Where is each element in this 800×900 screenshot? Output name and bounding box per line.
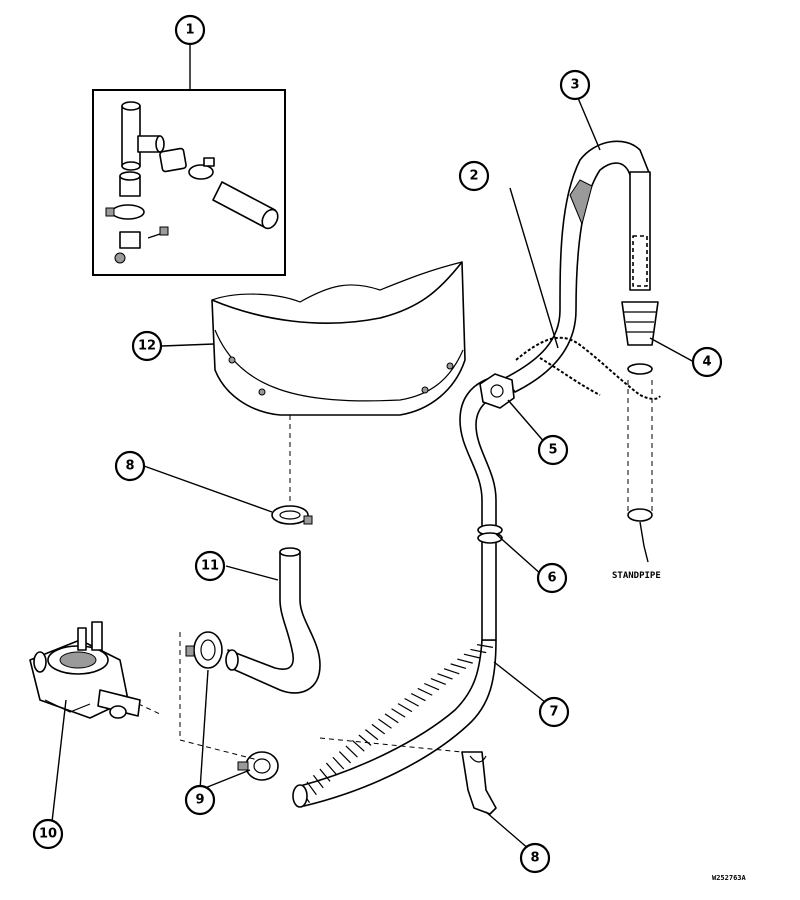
hose-corrugation <box>338 751 352 764</box>
hose-corrugation <box>430 677 446 686</box>
bracket <box>114 226 169 264</box>
coupling <box>159 147 187 173</box>
callout-3: 3 <box>559 69 591 101</box>
standpipe-hose-end <box>629 171 651 291</box>
inset-hose <box>212 181 279 230</box>
hose-corrugation <box>345 745 358 758</box>
callout-number: 1 <box>185 23 194 38</box>
hose-corrugation <box>443 668 460 675</box>
hose-guide <box>461 751 497 815</box>
callout-number: 5 <box>548 443 557 458</box>
leader-lines <box>51 97 695 851</box>
hose-corrugation <box>450 663 467 670</box>
hose-corrugation <box>378 718 392 729</box>
outer-tub <box>211 261 466 416</box>
callout-2: 2 <box>458 160 490 192</box>
callout-number: 3 <box>570 78 579 93</box>
callout-12: 12 <box>131 330 163 362</box>
pump-hose-clamp-upper <box>185 631 223 669</box>
callout-number: 6 <box>547 571 556 586</box>
callout-number: 2 <box>469 169 478 184</box>
hose-corrugation <box>325 762 338 776</box>
callout-11: 11 <box>194 550 226 582</box>
standpipe-label: STANDPIPE <box>612 571 661 581</box>
hose-corrugation <box>410 692 426 702</box>
hose-adapter <box>621 301 659 375</box>
tub-to-pump-hose <box>225 547 321 694</box>
callout-8-clamp: 8 <box>114 450 146 482</box>
callout-8-guide: 8 <box>519 842 551 874</box>
callout-4: 4 <box>691 346 723 378</box>
hose-corrugation <box>417 687 433 696</box>
standpipe <box>627 380 653 522</box>
hose-corrugation <box>397 703 413 713</box>
callout-number: 12 <box>138 339 156 354</box>
hose-corrugation <box>463 653 480 659</box>
callout-number: 8 <box>125 459 134 474</box>
callout-number: 11 <box>201 559 219 574</box>
callout-9: 9 <box>184 784 216 816</box>
callout-number: 4 <box>702 355 711 370</box>
callout-10: 10 <box>32 818 64 850</box>
inset-clamp <box>105 204 145 220</box>
callout-number: 10 <box>39 827 57 842</box>
callout-number: 7 <box>549 705 558 720</box>
hose-corrugation <box>332 756 345 770</box>
hose-corrugation <box>306 781 317 796</box>
hose-corrugation <box>457 658 473 664</box>
drain-hose-clamp <box>477 524 503 544</box>
hose-corrugation <box>384 713 399 724</box>
callout-number: 8 <box>530 851 539 866</box>
drain-hose <box>292 140 651 808</box>
hose-corrugation <box>477 644 493 648</box>
nut <box>479 373 515 409</box>
callout-number: 9 <box>195 793 204 808</box>
bushing <box>119 171 141 197</box>
drain-pump <box>29 621 141 719</box>
callout-1: 1 <box>174 14 206 46</box>
hose-corrugation <box>365 729 379 741</box>
hose-corrugation <box>470 648 487 654</box>
hose-corrugation <box>371 723 386 735</box>
hose-corrugation <box>424 682 440 691</box>
hose-corrugation <box>437 673 453 680</box>
tee-fitting <box>121 101 165 171</box>
hose-corrugation <box>319 768 331 782</box>
tub-hose-clamp <box>271 505 313 525</box>
hose-corrugation <box>312 774 324 789</box>
hose-corrugation <box>404 697 419 707</box>
inset-kit-box <box>92 44 286 276</box>
hose-corrugation <box>351 740 365 752</box>
callout-6: 6 <box>536 562 568 594</box>
callout-7: 7 <box>538 696 570 728</box>
hose-corrugation <box>391 708 406 718</box>
hose-corrugation <box>358 734 372 746</box>
drawing-code: W252763A <box>712 874 747 882</box>
small-clamp <box>188 157 215 180</box>
callout-5: 5 <box>537 434 569 466</box>
